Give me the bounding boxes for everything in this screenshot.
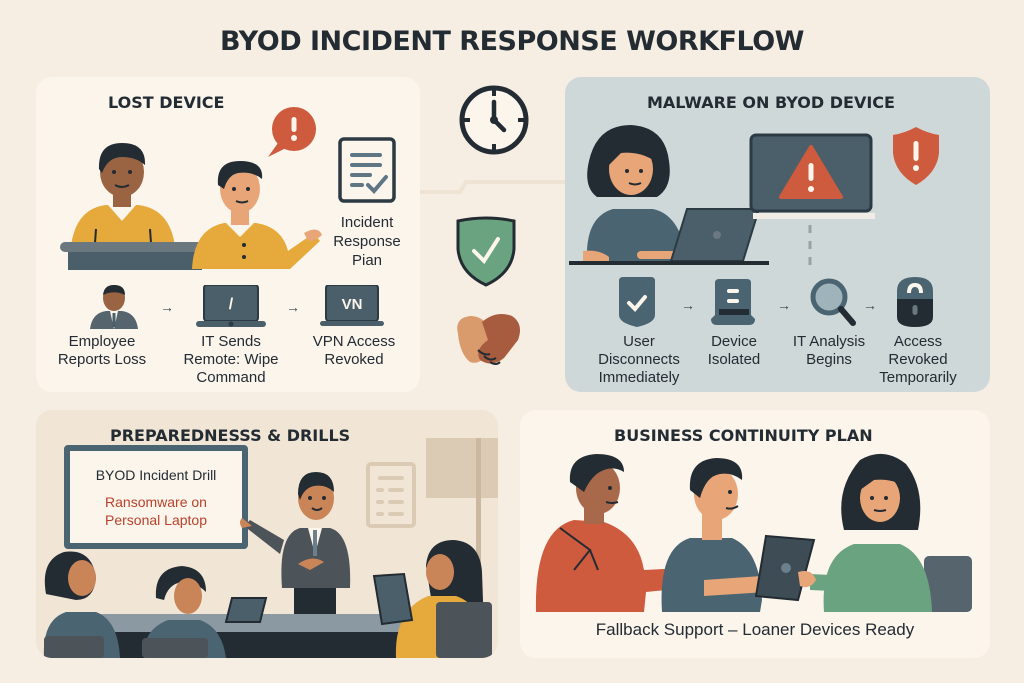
- flow-arrow: →: [863, 297, 877, 313]
- isolated-device-icon: [711, 279, 755, 325]
- step-caption-access-revoked: Access Revoked Temporarily: [879, 333, 957, 386]
- flow-arrow: →: [286, 299, 300, 315]
- user-at-laptop-illustration: [569, 125, 769, 265]
- employee-illustration: [70, 143, 176, 257]
- wall-chart-icon: [366, 462, 416, 528]
- incident-plan-label: Incident Response Pian: [333, 214, 401, 269]
- unlocked-padlock-icon: [897, 277, 933, 327]
- laptop-wipe-icon: /: [196, 285, 266, 327]
- employee-icon: [90, 285, 138, 329]
- panel-title: LOST DEVICE: [108, 93, 225, 112]
- loaner-handoff-illustration: [535, 453, 972, 612]
- connector-line: [410, 180, 570, 194]
- handshake-icon: [457, 314, 520, 365]
- panel-title: BUSINESS CONTINUITY PLAN: [614, 426, 873, 445]
- step-caption-vpn-revoked: VPN Access Revoked: [312, 333, 396, 368]
- wall-window: [426, 438, 498, 498]
- presentation-screen: BYOD Incident Drill Ransomware on Person…: [64, 445, 248, 549]
- shield-check-icon: [456, 216, 516, 287]
- page-title: BYOD INCIDENT RESPONSE WORKFLOW: [220, 26, 804, 57]
- step-caption-it-analysis: IT Analysis Begins: [792, 333, 866, 368]
- clock-icon: [459, 85, 529, 155]
- svg-text:/: /: [229, 296, 234, 313]
- podium: [60, 242, 210, 270]
- drill-scenario: Ransomware on Personal Laptop: [105, 494, 207, 528]
- svg-text:VN: VN: [342, 296, 363, 313]
- audience-illustration: [43, 540, 492, 658]
- presenter-illustration: [240, 472, 351, 618]
- step-caption-remote-wipe: IT Sends Remote: Wipe Command: [183, 333, 279, 386]
- malware-panel: MALWARE ON BYOD DEVICE →: [565, 77, 990, 392]
- magnifier-icon: [810, 278, 856, 326]
- continuity-caption: Fallback Support – Loaner Devices Ready: [595, 620, 915, 639]
- alert-speech-bubble-icon: [268, 107, 316, 157]
- step-caption-device-isolated: Device Isolated: [707, 333, 761, 368]
- panel-title: PREPAREDNESSS & DRILLS: [110, 426, 351, 445]
- business-continuity-panel: BUSINESS CONTINUITY PLAN Fallback S: [520, 410, 990, 658]
- panel-title: MALWARE ON BYOD DEVICE: [647, 93, 895, 112]
- dashed-connector: [808, 225, 812, 271]
- lost-device-panel: LOST DEVICE: [36, 77, 420, 392]
- preparedness-panel: PREPAREDNESSS & DRILLS BYOD Incident Dri…: [36, 410, 498, 658]
- step-caption-employee-reports-loss: Employee Reports Loss: [57, 333, 147, 368]
- it-staff-illustration: [192, 161, 322, 269]
- laptop-vpn-icon: VN: [320, 285, 384, 326]
- flow-arrow: →: [681, 297, 695, 313]
- wall-pole: [476, 438, 481, 638]
- check-badge-icon: [619, 277, 655, 327]
- drill-heading: BYOD Incident Drill: [95, 467, 217, 483]
- alert-shield-icon: [893, 127, 939, 185]
- flow-arrow: →: [777, 297, 791, 313]
- infected-monitor-icon: [749, 133, 875, 219]
- incident-plan-document-icon: [338, 137, 396, 203]
- step-caption-user-disconnects: User Disconnects Immediately: [598, 333, 680, 386]
- flow-arrow: →: [160, 299, 174, 315]
